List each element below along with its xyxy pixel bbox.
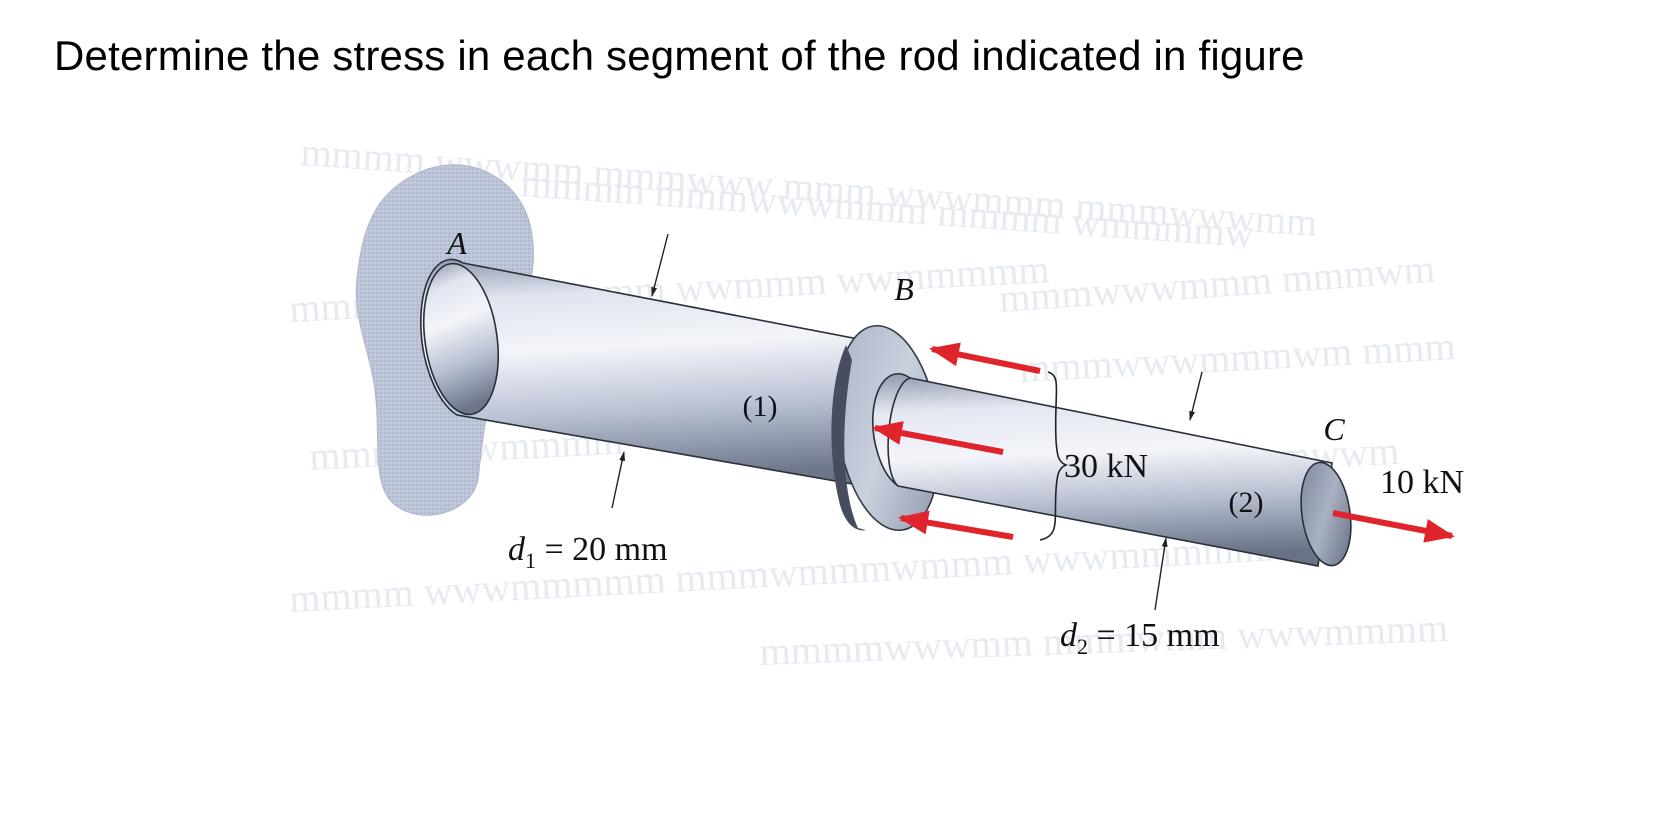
rod-segment-1 xyxy=(420,258,906,491)
svg-text:mmmm wwwmmmmm mmmwmmmwmmm: mmmm wwwmmmmm mmmwmmmwmmm wwwmmmmmm xyxy=(288,523,1297,621)
svg-text:mmmwwwmmm mmmwm: mmmwwwmmm mmmwm xyxy=(997,246,1436,321)
question-text: Determine the stress in each segment of … xyxy=(54,32,1305,79)
leader-d2-bottom xyxy=(1154,537,1168,611)
load-brace xyxy=(1039,371,1069,541)
label-point-c: C xyxy=(1323,411,1345,447)
diameter-1-symbol: d xyxy=(508,531,526,568)
load-arrow-b-top xyxy=(929,342,1041,374)
load-arrow-c xyxy=(1332,510,1455,543)
load-arrow-b-middle xyxy=(872,421,1004,455)
diameter-2-value: = 15 mm xyxy=(1088,617,1220,654)
diameter-1-value: = 20 mm xyxy=(536,531,668,568)
collar-rim xyxy=(831,345,866,531)
label-diameter-1: d1 = 20 mm xyxy=(508,531,668,573)
label-point-b: B xyxy=(894,271,914,307)
load-arrow-b-bottom xyxy=(898,510,1014,540)
leader-d2-top xyxy=(1189,371,1203,421)
leader-d1-bottom xyxy=(611,451,626,509)
label-point-a: A xyxy=(445,225,467,261)
rod-end-cap-c xyxy=(1300,461,1352,567)
svg-text:mmmwwwmmmwm mmm: mmmwwwmmmwm mmm xyxy=(1018,323,1456,391)
rod-segment-2 xyxy=(871,372,1333,567)
label-segment-2: (2) xyxy=(1229,486,1264,519)
leader-d1-top xyxy=(651,233,669,297)
label-load-30kn: 30 kN xyxy=(1064,448,1148,485)
diameter-2-subscript: 2 xyxy=(1077,634,1088,659)
diameter-2-symbol: d xyxy=(1060,617,1078,654)
label-segment-1: (1) xyxy=(743,390,778,423)
rod-end-at-wall xyxy=(423,262,499,416)
diameter-1-subscript: 1 xyxy=(525,548,536,573)
label-load-10kn: 10 kN xyxy=(1380,464,1464,501)
label-diameter-2: d2 = 15 mm xyxy=(1060,617,1220,659)
